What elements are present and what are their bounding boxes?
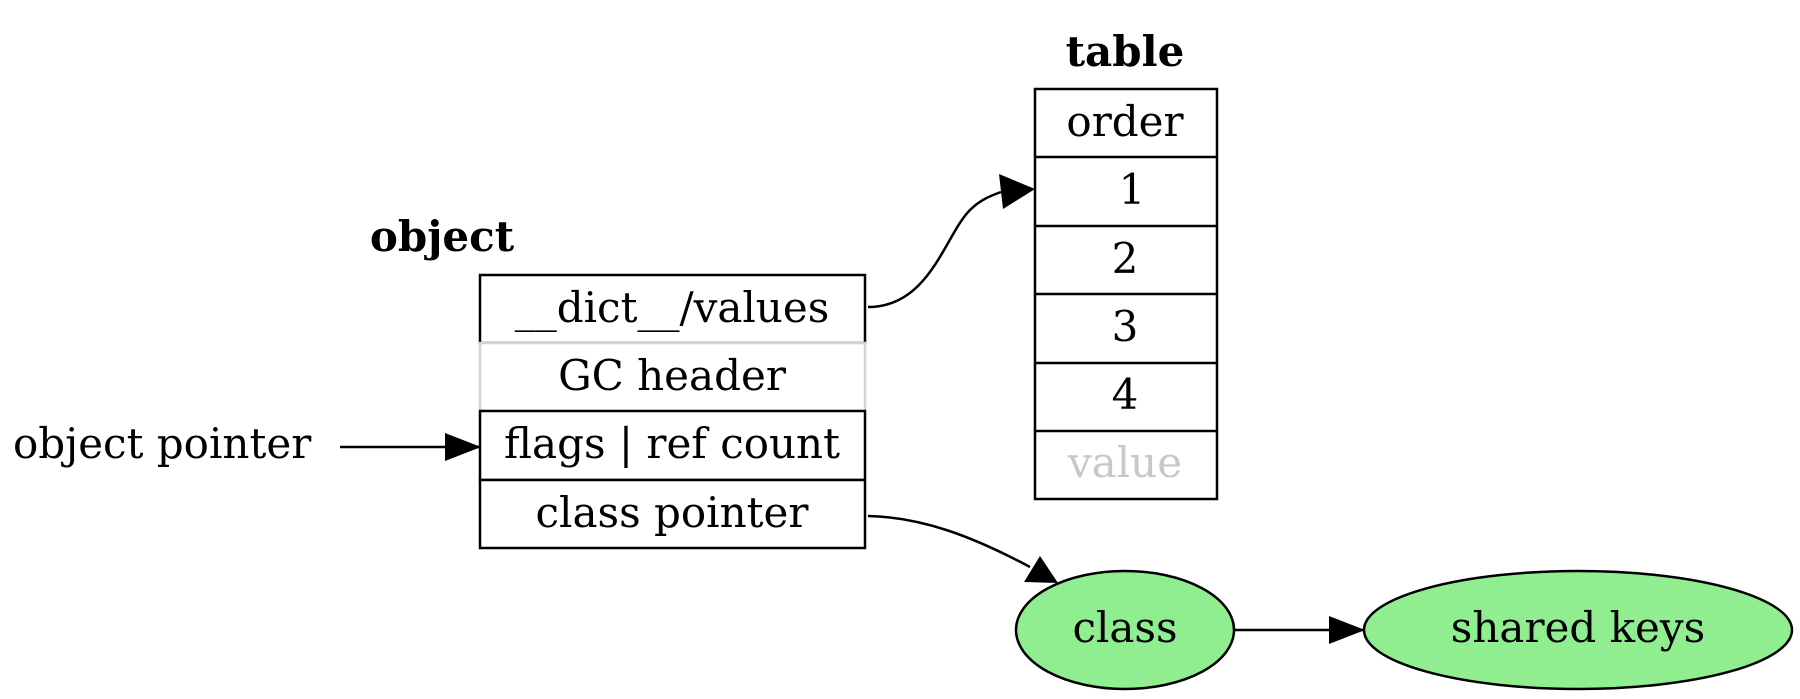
class-node bbox=[1014, 569, 1236, 691]
table-cell-4: 4 bbox=[1112, 370, 1139, 419]
dict-to-table-arrowhead bbox=[999, 174, 1035, 209]
table-cell-3: 3 bbox=[1112, 302, 1139, 351]
object-cell-flags-box bbox=[478, 409, 867, 482]
object-title: object bbox=[370, 212, 515, 261]
object-cell-dict-box bbox=[478, 273, 867, 345]
class-pointer-arrowhead bbox=[1024, 556, 1058, 583]
object-cell-gc-header: GC header bbox=[558, 351, 787, 400]
object-cell-class-pointer: class pointer bbox=[536, 488, 810, 537]
table-record: table order 1 2 3 4 value bbox=[1033, 27, 1219, 501]
table-cell-2: 2 bbox=[1112, 234, 1139, 283]
dict-to-table-edge bbox=[867, 190, 1002, 309]
table-cell-1: 1 bbox=[1119, 165, 1146, 214]
object-pointer-label: object pointer bbox=[13, 419, 312, 468]
object-cell-gc-box bbox=[478, 341, 867, 413]
table-cell-value: value bbox=[1067, 438, 1182, 487]
class-pointer-edge bbox=[867, 514, 1031, 569]
shared-keys-node bbox=[1362, 569, 1794, 691]
table-title: table bbox=[1066, 27, 1185, 76]
object-cell-dict: __dict__/values bbox=[515, 283, 830, 332]
class-node-label: class bbox=[1072, 603, 1177, 652]
object-cell-flags: flags | ref count bbox=[504, 419, 840, 468]
shared-keys-node-label: shared keys bbox=[1451, 603, 1705, 652]
object-cell-class-box bbox=[478, 478, 867, 550]
table-cell-order: order bbox=[1066, 97, 1184, 146]
object-record: object __dict__/values GC header flags |… bbox=[370, 212, 867, 550]
